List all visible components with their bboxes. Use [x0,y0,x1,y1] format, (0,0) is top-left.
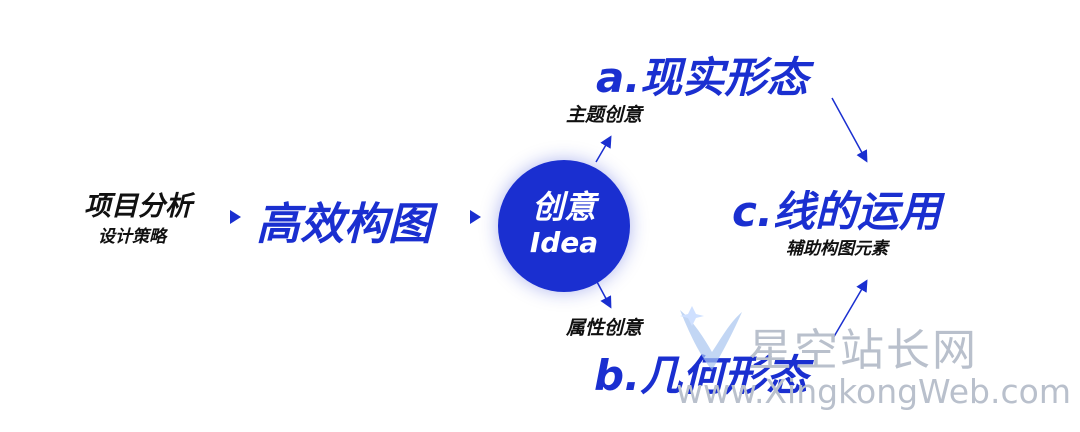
watermark-en: www.XingkongWeb.com [676,372,1071,411]
idea-circle: 创意 Idea [498,160,630,292]
right-title: c.线的运用 [732,187,941,236]
watermark-logo-icon [680,306,742,370]
arrow-to-top [595,135,612,163]
top-title: a.现实形态 [596,53,809,102]
bottom-label: 属性创意 [566,317,643,339]
right-triangle-icon [230,210,241,224]
middle-title: 高效构图 [256,199,432,250]
left-title: 项目分析 [84,191,192,222]
idea-circle-en: Idea [529,226,599,259]
left-subtitle: 设计策略 [98,227,166,247]
bottom-title: b.几何形态 [594,351,809,400]
arrow-bottom-to-right [831,279,868,341]
arrow-top-to-right [831,97,868,163]
idea-circle-cn: 创意 [531,188,596,226]
watermark-cn: 星空站长网 [748,325,978,376]
right-triangle-icon [470,210,481,224]
arrow-to-bottom [595,279,612,309]
top-label: 主题创意 [566,104,643,126]
right-subtitle: 辅助构图元素 [786,239,888,259]
